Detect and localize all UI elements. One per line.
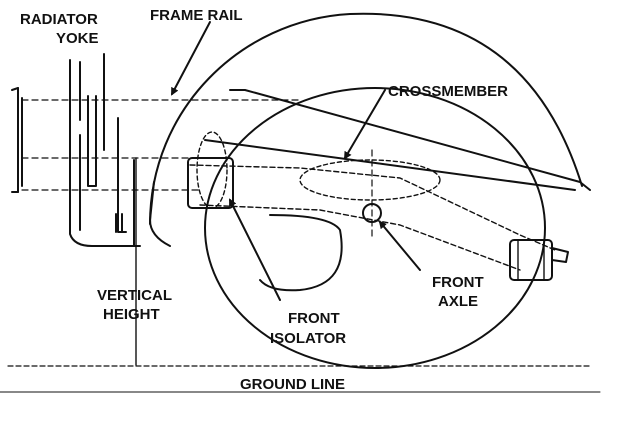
frame-rail-label: FRAME RAIL [150,7,243,24]
vertical-height-label: HEIGHT [103,306,160,323]
crossmember-leader [343,89,386,160]
frame-rail-leader [171,21,211,96]
frame-rail-lines [21,99,301,191]
front-axle-label: AXLE [438,293,478,310]
wheel-well-arch [149,12,583,225]
vertical-height-label: VERTICAL [97,287,172,304]
ground-line-label: GROUND LINE [240,376,345,393]
front-isolator-label: ISOLATOR [270,330,346,347]
leader-arrows [103,21,421,301]
suspension-arm [259,214,343,292]
radiator-yoke-label: YOKE [56,30,99,47]
front-isolator [187,131,234,209]
frame-rail [204,89,591,191]
crossmember-label: CROSSMEMBER [388,83,508,100]
front-axle-label: FRONT [432,274,484,291]
front-bumper [11,87,23,193]
radiator-yoke [69,59,141,247]
tire [204,87,546,369]
rear-bushing [509,239,569,281]
front-axle-leader [378,220,421,271]
radiator-yoke-label: RADIATOR [20,11,98,28]
front-isolator-label: FRONT [288,310,340,327]
ground-line [0,365,601,393]
wheel-well-lower [149,181,171,247]
front-isolator-leader [229,198,281,301]
labels: RADIATOR YOKE FRAME RAIL CROSSMEMBER VER… [20,7,508,393]
